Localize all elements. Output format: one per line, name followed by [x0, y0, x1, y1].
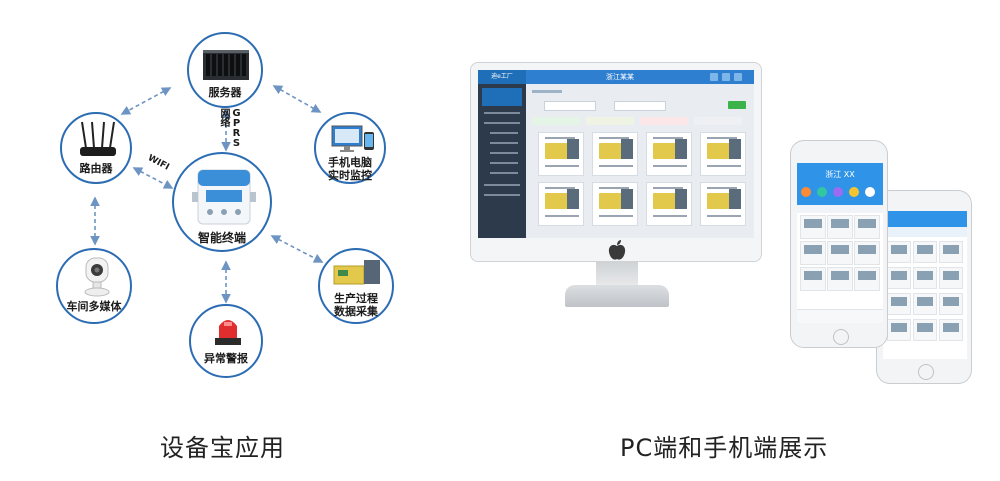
die-casting-machine-icon: [332, 258, 384, 288]
status-count-fault: [640, 117, 688, 125]
phone-back-screen: [883, 211, 967, 359]
smart-terminal-node: 智能终端: [172, 152, 272, 252]
toolbar-icon[interactable]: [734, 73, 742, 81]
edge-server-mobile: [274, 86, 320, 112]
production-label-line2: 数据采集: [320, 305, 392, 318]
menu-icon[interactable]: [849, 187, 859, 197]
phone-tab-bar: [797, 309, 883, 323]
query-button[interactable]: [728, 101, 746, 109]
home-button[interactable]: [833, 329, 849, 345]
phone-app-title: 浙江 XX: [797, 169, 883, 180]
desktop-monitor: 迪e工厂 浙江某某: [470, 62, 762, 262]
screen-title: 浙江某某: [526, 70, 714, 84]
machine-card[interactable]: [538, 132, 584, 176]
breadcrumb: [532, 90, 562, 93]
sidebar-item[interactable]: [490, 132, 518, 134]
production-label-line1: 生产过程: [320, 292, 392, 305]
left-caption: 设备宝应用: [160, 428, 285, 463]
sidebar-item[interactable]: [490, 142, 518, 144]
machine-card[interactable]: [700, 132, 746, 176]
mobile-pc-label-line2: 实时监控: [316, 169, 384, 182]
desktop-screen: 迪e工厂 浙江某某: [478, 70, 754, 238]
machine-card[interactable]: [592, 182, 638, 226]
menu-icon[interactable]: [833, 187, 843, 197]
menu-icon[interactable]: [865, 187, 875, 197]
server-icon: [201, 48, 251, 82]
toolbar-icon[interactable]: [722, 73, 730, 81]
filter-row: [532, 100, 746, 110]
sidebar-item[interactable]: [484, 184, 520, 186]
edge-terminal-production: [272, 236, 322, 262]
machine-card[interactable]: [646, 182, 692, 226]
router-label: 路由器: [62, 162, 130, 175]
machine-card[interactable]: [592, 132, 638, 176]
edge-server-router: [122, 88, 170, 114]
mobile-pc-monitor-node: 手机电脑 实时监控: [314, 112, 386, 184]
sidebar-item[interactable]: [484, 194, 520, 196]
alarm-node: 异常警报: [189, 304, 263, 378]
app-sidebar: 迪e工厂: [478, 70, 526, 238]
phone-back: [876, 190, 972, 384]
sidebar-item[interactable]: [490, 152, 518, 154]
machine-card[interactable]: [700, 182, 746, 226]
phone-front: 浙江 XX: [790, 140, 888, 348]
alarm-light-icon: [213, 314, 243, 348]
status-count-running: [532, 117, 580, 125]
smart-terminal-label: 智能终端: [174, 232, 270, 245]
monitor-stand-neck: [596, 261, 638, 287]
home-button[interactable]: [918, 364, 934, 380]
machine-card[interactable]: [538, 182, 584, 226]
alarm-label: 异常警报: [191, 352, 261, 365]
router-icon: [76, 120, 120, 160]
phone-front-screen: 浙江 XX: [797, 163, 883, 323]
right-caption: PC端和手机端展示: [620, 428, 828, 463]
sidebar-item[interactable]: [484, 112, 520, 114]
machine-card[interactable]: [646, 132, 692, 176]
menu-icon[interactable]: [801, 187, 811, 197]
production-data-node: 生产过程 数据采集: [318, 248, 394, 324]
menu-icon[interactable]: [817, 187, 827, 197]
server-label: 服务器: [189, 86, 261, 99]
filter-select[interactable]: [544, 101, 596, 111]
sidebar-item[interactable]: [484, 122, 520, 124]
app-top-bar: 浙江某某: [526, 70, 754, 84]
status-count-offline: [694, 117, 742, 125]
app-logo: 迪e工厂: [478, 70, 526, 84]
network-diagram: GPRS网络 WIFI 服务器 路由器 智能终端: [0, 0, 480, 400]
camera-icon: [80, 256, 114, 298]
status-count-standby: [586, 117, 634, 125]
apple-logo-icon: [607, 240, 627, 262]
monitor-stand-base: [565, 285, 669, 307]
sidebar-item[interactable]: [490, 162, 518, 164]
workshop-media-node: 车间多媒体: [56, 248, 132, 324]
sidebar-item[interactable]: [490, 172, 518, 174]
user-panel: [482, 88, 522, 106]
server-node: 服务器: [187, 32, 263, 108]
router-node: 路由器: [60, 112, 132, 184]
toolbar-icon[interactable]: [710, 73, 718, 81]
terminal-device-icon: [192, 166, 256, 228]
computer-phone-icon: [330, 124, 376, 154]
filter-select[interactable]: [614, 101, 666, 111]
mobile-pc-label-line1: 手机电脑: [316, 156, 384, 169]
workshop-media-label: 车间多媒体: [58, 300, 130, 313]
gprs-network-label: GPRS网络: [222, 108, 242, 152]
